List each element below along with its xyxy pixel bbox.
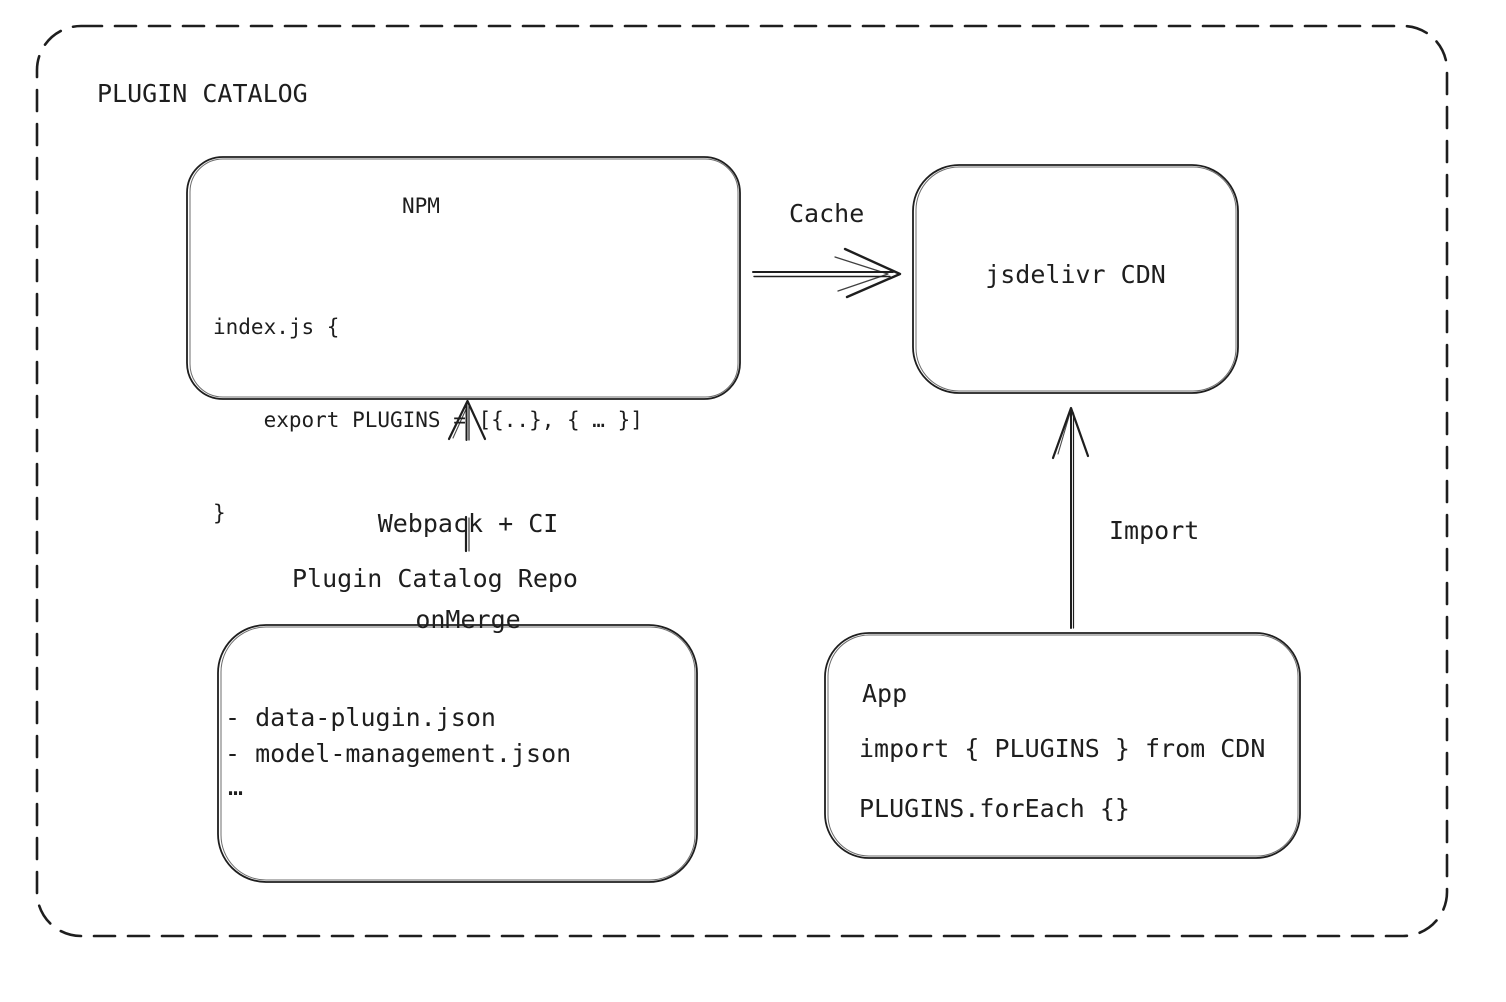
npm-code-line: } [213,501,226,525]
app-box [824,632,1301,859]
cache-arrow [752,247,902,299]
build-arrow-label-line2: onMerge [415,605,521,634]
repo-item: - model-management.json [225,739,572,768]
repo-box [217,624,698,883]
npm-code-line: export PLUGINS = [{..}, { … }] [213,408,643,432]
repo-item-ellipsis: … [228,772,244,801]
plugin-catalog-boundary [35,24,1449,938]
build-arrow-label: Webpack + CI onMerge [348,444,588,700]
cache-arrow-label: Cache [789,199,865,228]
app-node-title: App [862,679,908,708]
npm-node-title: NPM [402,194,440,218]
npm-code-block: index.js { export PLUGINS = [{..}, { … }… [213,250,643,591]
cdn-node-label: jsdelivr CDN [985,260,1166,289]
cdn-box [912,164,1239,394]
repo-node-label: Plugin Catalog Repo [292,564,578,593]
import-arrow-label: Import [1109,516,1200,545]
diagram-title: PLUGIN CATALOG [97,79,308,108]
import-arrow [1051,406,1090,629]
npm-code-line: index.js { [213,315,340,339]
repo-item: - data-plugin.json [225,703,496,732]
build-arrow [447,399,487,553]
npm-box [186,156,741,400]
app-code-line: import { PLUGINS } from CDN [859,734,1266,763]
app-code-line: PLUGINS.forEach {} [859,794,1130,823]
build-arrow-label-line1: Webpack + CI [377,509,559,538]
